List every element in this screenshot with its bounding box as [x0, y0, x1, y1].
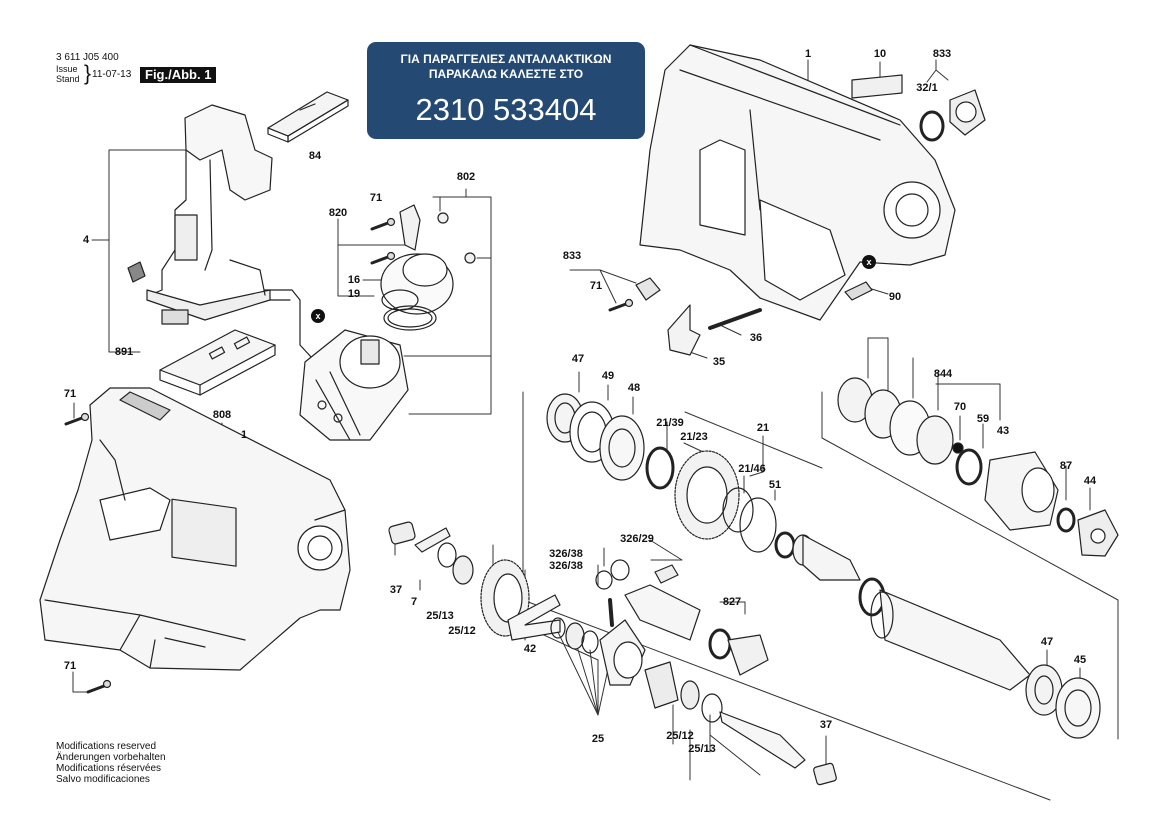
- callout-59: 59: [976, 413, 990, 425]
- part-wobble-drive: [595, 559, 769, 676]
- callout-25: 25: [591, 733, 605, 745]
- part-833-cap: [635, 89, 986, 301]
- callout-1: 1: [804, 48, 812, 60]
- callout-71: 71: [63, 388, 77, 400]
- part-shaft-group: [644, 661, 837, 786]
- callout-47: 47: [571, 353, 585, 365]
- footer-notes: Modifications reserved Änderungen vorbeh…: [56, 741, 166, 785]
- part-48-friction-disc: [599, 415, 645, 481]
- callout-43: 43: [996, 425, 1010, 437]
- callout-16: 16: [347, 274, 361, 286]
- screws-71: [64, 212, 634, 694]
- issue-date: 11-07-13: [92, 69, 132, 80]
- part-4-electronics-module: [127, 104, 313, 359]
- callout-833: 833: [562, 250, 582, 262]
- callout-21-46: 21/46: [738, 463, 766, 475]
- document-code: 3 611 J05 400: [56, 52, 119, 63]
- callout-47: 47: [1040, 636, 1054, 648]
- part-35-lever: [667, 304, 701, 356]
- part-1-housing-left: [39, 387, 351, 671]
- callout-90: 90: [888, 291, 902, 303]
- callout-84: 84: [308, 150, 322, 162]
- callout-45: 45: [1073, 654, 1087, 666]
- part-25-clutch-group: [550, 598, 646, 686]
- callout-44: 44: [1083, 475, 1097, 487]
- part-36-pin: [708, 308, 762, 330]
- part-spindle: [792, 534, 1031, 691]
- part-844-chuck-group: [837, 377, 1119, 557]
- part-10-label: [851, 74, 903, 99]
- part-90-clip: [844, 281, 873, 301]
- part-37-needle-bearing-a: [388, 521, 416, 545]
- order-phone-banner: ΓΙΑ ΠΑΡΑΓΓΕΛΙΕΣ ΑΝΤΑΛΛΑΚΤΙΚΩΝ ΠΑΡΑΚΑΛΩ Κ…: [367, 42, 645, 139]
- callout-21-23: 21/23: [680, 431, 708, 443]
- callout-25-13: 25/13: [688, 743, 716, 755]
- connection-marker: x: [311, 309, 325, 323]
- callout-49: 49: [601, 370, 615, 382]
- stand-label: Stand: [56, 74, 80, 84]
- callout-36: 36: [749, 332, 763, 344]
- callout-51: 51: [768, 479, 782, 491]
- callout-19: 19: [347, 288, 361, 300]
- part-84-switch-cover: [267, 91, 349, 143]
- callout-37: 37: [819, 719, 833, 731]
- part-42-fork: [507, 594, 561, 641]
- callout-827: 827: [722, 596, 742, 608]
- callout-87: 87: [1059, 460, 1073, 472]
- callout-37: 37: [389, 584, 403, 596]
- callout-71: 71: [369, 192, 383, 204]
- callout-25-13: 25/13: [426, 610, 454, 622]
- callout-25-12: 25/12: [666, 730, 694, 742]
- callout-71: 71: [63, 660, 77, 672]
- callout-326-38: 326/38: [549, 548, 583, 560]
- callout-7: 7: [410, 596, 418, 608]
- footer-line-en: Modifications reserved: [56, 741, 157, 752]
- callout-844: 844: [933, 368, 953, 380]
- callout-820: 820: [328, 207, 348, 219]
- callout-42: 42: [523, 643, 537, 655]
- part-32-1-oring: [919, 110, 945, 142]
- callout-35: 35: [712, 356, 726, 368]
- callout-1: 1: [240, 429, 248, 441]
- part-21-gear-assembly: [645, 446, 796, 559]
- connection-marker: x: [862, 255, 876, 269]
- callout-891: 891: [114, 346, 134, 358]
- part-25-13-washers: [437, 542, 474, 585]
- callout-833: 833: [932, 48, 952, 60]
- callout-10: 10: [873, 48, 887, 60]
- callout-21-39: 21/39: [656, 417, 684, 429]
- banner-line-2: ΠΑΡΑΚΑΛΩ ΚΑΛΕΣΤΕ ΣΤΟ: [428, 67, 584, 81]
- part-802-motor: [299, 329, 409, 441]
- callout-71: 71: [589, 280, 603, 292]
- footer-line-fr: Modifications réservées: [56, 763, 162, 774]
- brace-glyph: }: [84, 62, 92, 85]
- callout-326-29: 326/29: [620, 533, 654, 545]
- part-7-plate: [414, 527, 451, 553]
- banner-line-1: ΓΙΑ ΠΑΡΑΓΓΕΛΙΕΣ ΑΝΤΑΛΛΑΚΤΙΚΩΝ: [400, 52, 612, 66]
- part-820-brush-plate: [380, 204, 454, 331]
- callout-25-12: 25/12: [448, 625, 476, 637]
- callout-32-1: 32/1: [916, 82, 938, 94]
- issue-label: Issue: [56, 64, 78, 74]
- callout-48: 48: [627, 382, 641, 394]
- part-45-47-right-bearings: [1025, 664, 1101, 739]
- callout-326-38: 326/38: [549, 560, 583, 572]
- callout-4: 4: [82, 234, 90, 246]
- footer-line-es: Salvo modificaciones: [56, 774, 150, 785]
- callout-21: 21: [756, 422, 770, 434]
- part-891-plate: [159, 329, 276, 396]
- callout-808: 808: [212, 409, 232, 421]
- callout-802: 802: [456, 171, 476, 183]
- banner-phone-number: 2310 533404: [415, 92, 597, 127]
- callout-70: 70: [953, 401, 967, 413]
- footer-line-de: Änderungen vorbehalten: [56, 752, 166, 763]
- figure-label: Fig./Abb. 1: [140, 67, 217, 83]
- part-1-housing-right: [639, 44, 956, 321]
